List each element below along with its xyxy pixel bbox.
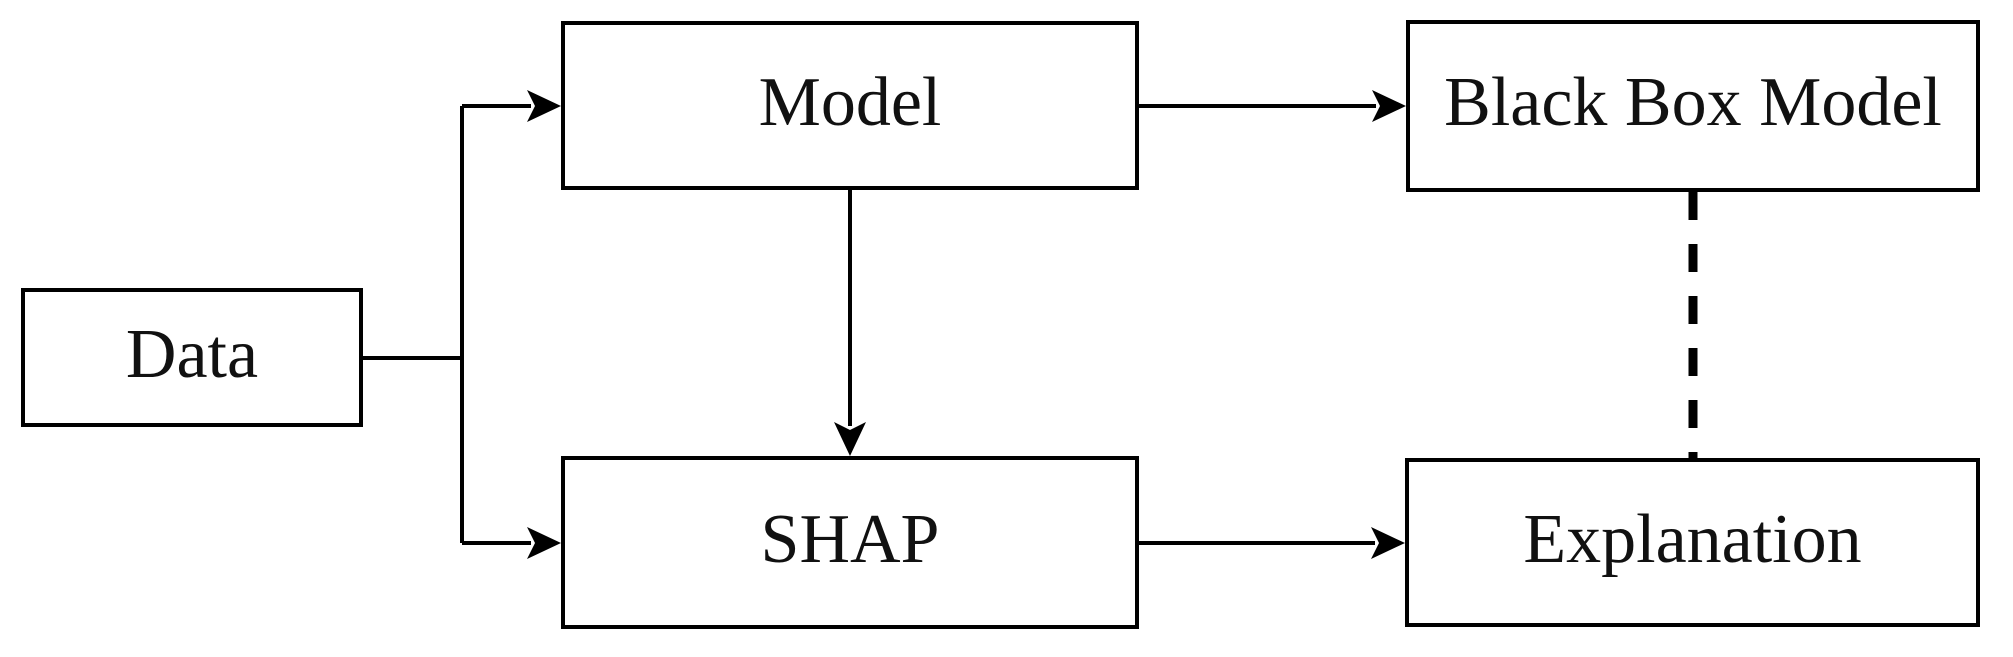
node-data-label: Data bbox=[125, 315, 259, 393]
arrowhead-model-to-blackbox-icon bbox=[1372, 90, 1406, 122]
node-data: Data bbox=[21, 288, 363, 427]
edge-data-branch-line bbox=[363, 106, 464, 543]
node-explanation: Explanation bbox=[1405, 458, 1980, 627]
node-black-box-model: Black Box Model bbox=[1406, 20, 1980, 192]
arrowhead-data-to-model-icon bbox=[527, 90, 561, 122]
node-model: Model bbox=[561, 21, 1139, 190]
node-explanation-label: Explanation bbox=[1523, 500, 1862, 578]
arrowhead-shap-to-explanation-icon bbox=[1371, 527, 1405, 559]
arrowhead-data-to-shap-icon bbox=[527, 527, 561, 559]
node-shap-label: SHAP bbox=[760, 500, 940, 578]
node-shap: SHAP bbox=[561, 456, 1139, 629]
node-black-box-model-label: Black Box Model bbox=[1444, 64, 1942, 141]
node-model-label: Model bbox=[758, 63, 942, 141]
arrowhead-model-to-shap-icon bbox=[834, 422, 866, 456]
